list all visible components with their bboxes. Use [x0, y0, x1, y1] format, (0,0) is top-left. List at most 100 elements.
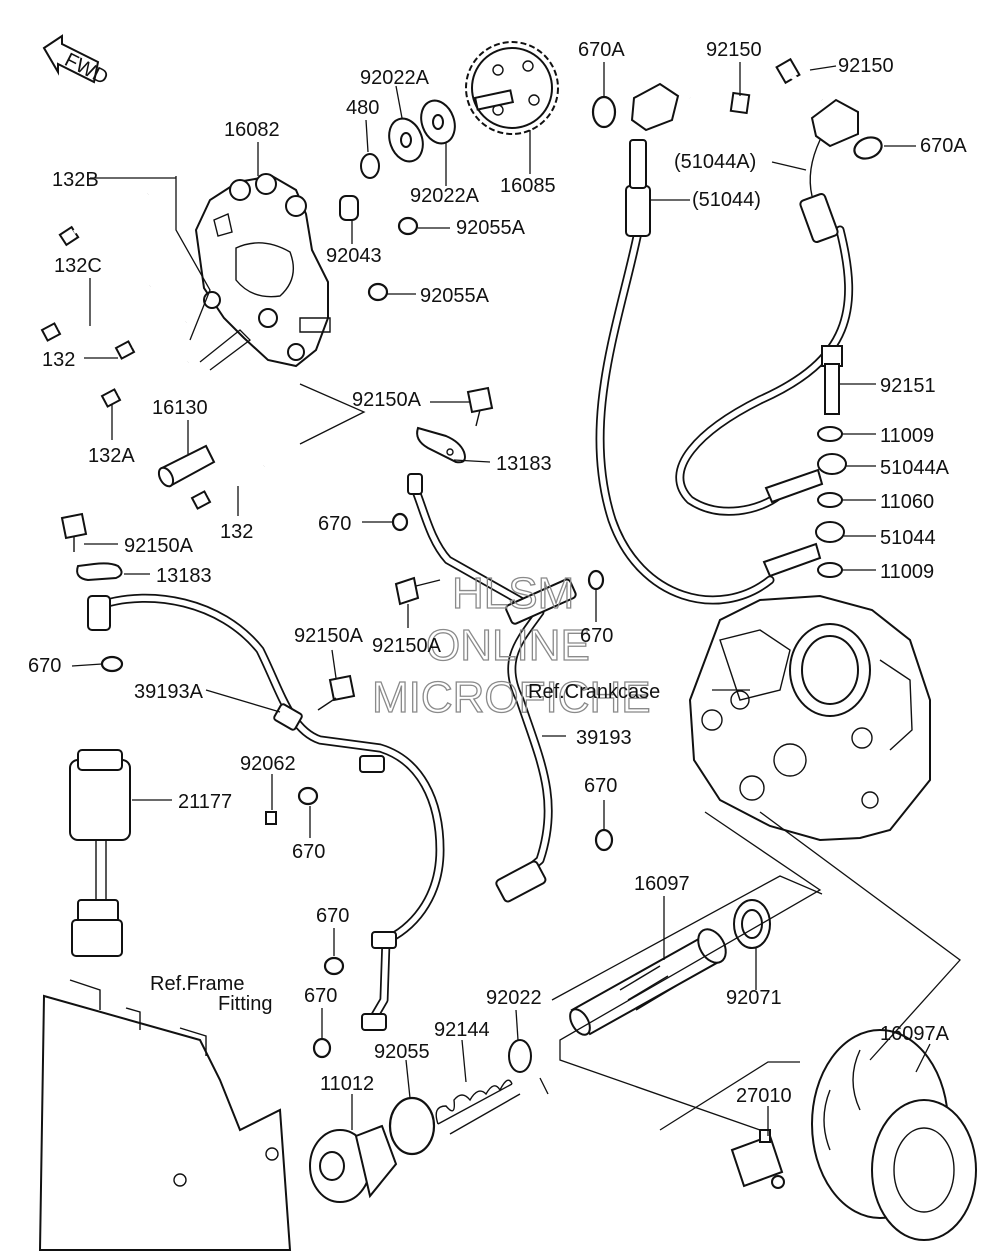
callout-13183-left: 13183: [156, 565, 212, 587]
callout-16085: 16085: [500, 175, 556, 197]
ref-crankcase-label: Ref.Crankcase: [528, 681, 660, 703]
o-ring-670-c: [594, 828, 614, 852]
callout-670-pipe-end: 670: [584, 775, 617, 797]
callout-92151: 92151: [880, 375, 936, 397]
watermark-line-3: MICROFICHE: [372, 673, 651, 722]
bracket-13183-a: [416, 426, 466, 464]
o-ring-670A-b: [853, 136, 883, 160]
callout-92022: 92022: [486, 987, 542, 1009]
washer-11060: [817, 492, 843, 508]
watermark: HLSM ONLINE MICROFICHE: [371, 568, 651, 722]
o-ring-670-f: [323, 956, 345, 976]
callout-670-middle: 670: [318, 513, 351, 535]
o-ring-670-d: [100, 655, 124, 673]
circlip-480: [360, 153, 380, 179]
callout-670-pipe-right: 670: [580, 625, 613, 647]
callout-92062: 92062: [240, 753, 296, 775]
callout-16097: 16097: [634, 873, 690, 895]
callout-670-pipe-bottom: 670: [304, 985, 337, 1007]
callout-132B: 132B: [52, 169, 99, 191]
washer-92022A-b: [420, 99, 456, 145]
o-ring-670-e: [297, 786, 319, 806]
callout-670-pipe-mid: 670: [316, 905, 349, 927]
oil-pump-body: [194, 173, 331, 368]
callout-92055A-upper: 92055A: [456, 217, 526, 239]
washer-92022A-a: [388, 117, 424, 163]
sensor-21177: [69, 749, 131, 957]
callout-16097A: 16097A: [880, 1023, 950, 1045]
washer-11009-a: [817, 426, 843, 442]
washer-92022: [508, 1039, 532, 1073]
callout-51044A-paren: (51044A): [674, 151, 756, 173]
callout-92022A-bottom: 92022A: [410, 185, 480, 207]
frame-fitting: [38, 979, 292, 1251]
bolt-92150A-a: [466, 386, 494, 427]
callout-51044A: 51044A: [880, 457, 950, 479]
callout-670-lower-left: 670: [292, 841, 325, 863]
callout-92150A-upper: 92150A: [352, 389, 422, 411]
callout-92055: 92055: [374, 1041, 430, 1063]
bolt-132A: [100, 360, 189, 408]
callout-92071: 92071: [726, 987, 782, 1009]
callout-labels: 670A 92150 92150 670A (51044A) (51044) 9…: [28, 39, 967, 1107]
bolt-132C: [40, 284, 151, 342]
collar-92043: [339, 195, 359, 221]
o-ring-92055: [388, 1096, 436, 1156]
bolt-132-upper: [114, 320, 187, 360]
callout-92150-top: 92150: [706, 39, 762, 61]
callout-132A: 132A: [88, 445, 135, 467]
callout-132C: 132C: [54, 255, 102, 277]
oil-pipe-39193A: [87, 593, 445, 1031]
bolt-132B: [58, 192, 149, 247]
watermark-line-1: HLSM: [452, 569, 574, 618]
bolt-92150A-d: [317, 674, 356, 711]
plug-11012: [309, 1124, 398, 1203]
callout-132-lower: 132: [220, 521, 253, 543]
callout-11060: 11060: [880, 491, 934, 513]
spring-92144: [435, 1079, 521, 1135]
banjo-bolt-92151: [821, 345, 843, 415]
callout-92150A-lower: 92150A: [294, 625, 364, 647]
oil-strainer-16097: [569, 928, 727, 1036]
callout-92055A-lower: 92055A: [420, 285, 490, 307]
o-ring-670-a: [391, 512, 409, 532]
assembly-lines: [175, 176, 961, 1131]
o-ring-92055A-lower: [367, 282, 389, 302]
callout-92022A-top: 92022A: [360, 67, 430, 89]
callout-132-upper: 132: [42, 349, 75, 371]
bolt-92150-b: [775, 57, 824, 102]
o-ring-670-g: [312, 1037, 332, 1059]
callout-480: 480: [346, 97, 379, 119]
callout-92150-right: 92150: [838, 55, 894, 77]
o-ring-92055A-upper: [397, 216, 419, 236]
banjo-fitting-51044: [762, 521, 845, 578]
callout-21177: 21177: [178, 791, 232, 813]
bolt-92150A-b: [60, 512, 88, 552]
banjo-fitting-51044A: [764, 453, 847, 504]
o-ring-670-b: [587, 569, 605, 591]
watermark-line-2: ONLINE: [426, 621, 590, 670]
callout-11012: 11012: [320, 1073, 374, 1095]
leader-lines: [71, 62, 931, 1136]
washer-11009-b: [817, 562, 843, 578]
ref-frame-label: Ref.Frame: [150, 973, 244, 995]
ref-frame-fitting-label: Fitting: [218, 993, 272, 1015]
oil-filter-16097A: [811, 1029, 977, 1241]
callout-39193A: 39193A: [134, 681, 204, 703]
callout-16130: 16130: [152, 397, 208, 419]
dowel-16130: [157, 444, 216, 488]
callout-92150A-middle: 92150A: [372, 635, 442, 657]
oil-seal-92071: [733, 899, 771, 949]
gear-16085: [465, 41, 559, 135]
callout-51044-paren: (51044): [692, 189, 761, 211]
callout-92043: 92043: [326, 245, 382, 267]
callout-92144: 92144: [434, 1019, 490, 1041]
callout-11009-upper: 11009: [880, 425, 934, 447]
plug-92062: [265, 811, 277, 825]
crankcase: [688, 594, 931, 842]
callout-92150A-left: 92150A: [124, 535, 194, 557]
callout-670A-right: 670A: [920, 135, 967, 157]
bolt-92150A-c: [394, 576, 441, 606]
